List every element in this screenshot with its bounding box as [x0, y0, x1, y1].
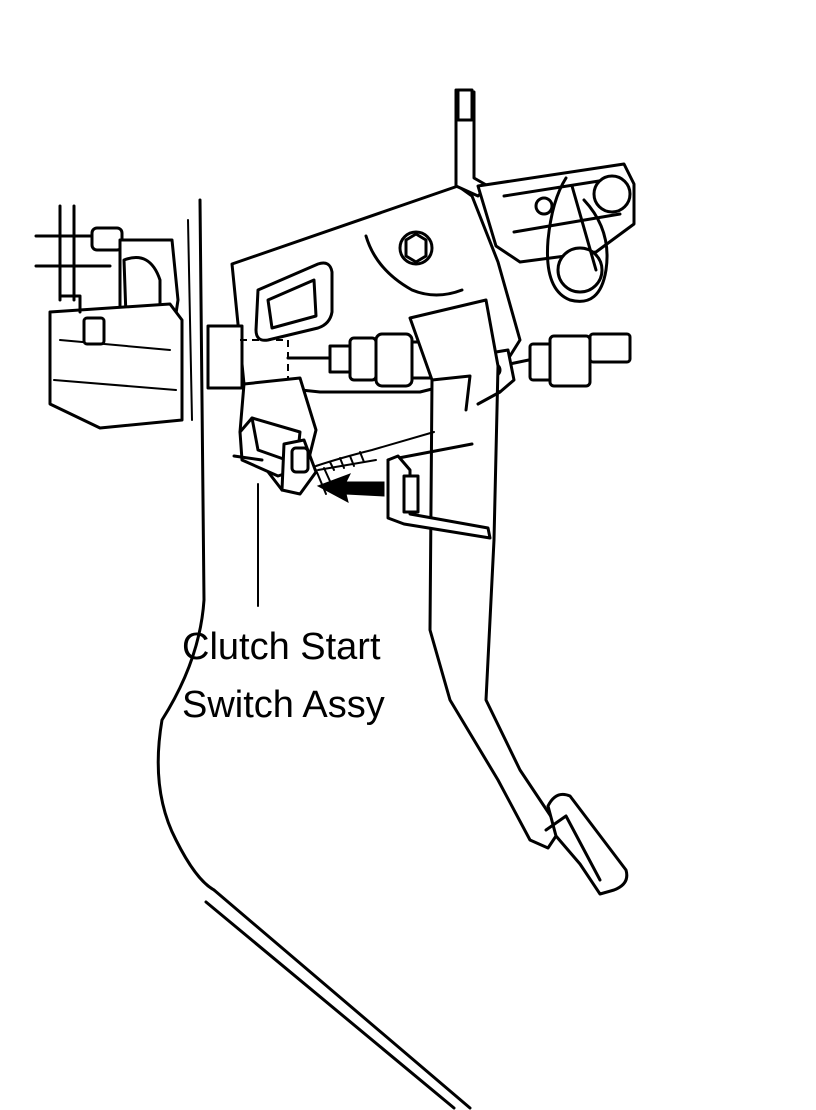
callout-label: Clutch Start Switch Assy [182, 618, 385, 734]
pedal-stopper-bracket [386, 442, 492, 540]
callout-label-line-2: Switch Assy [182, 684, 385, 726]
clutch-start-switch-assy [232, 376, 435, 496]
assist-spring [545, 174, 632, 303]
clutch-pedal-pad [544, 792, 629, 896]
callout-label-line-1: Clutch Start [182, 626, 381, 668]
clutch-pedal-arm [408, 298, 562, 850]
firewall-panel [156, 198, 472, 1110]
clutch-master-cylinder [34, 204, 184, 430]
install-direction-arrow [315, 467, 385, 503]
pedal-stop-switch [482, 332, 632, 394]
